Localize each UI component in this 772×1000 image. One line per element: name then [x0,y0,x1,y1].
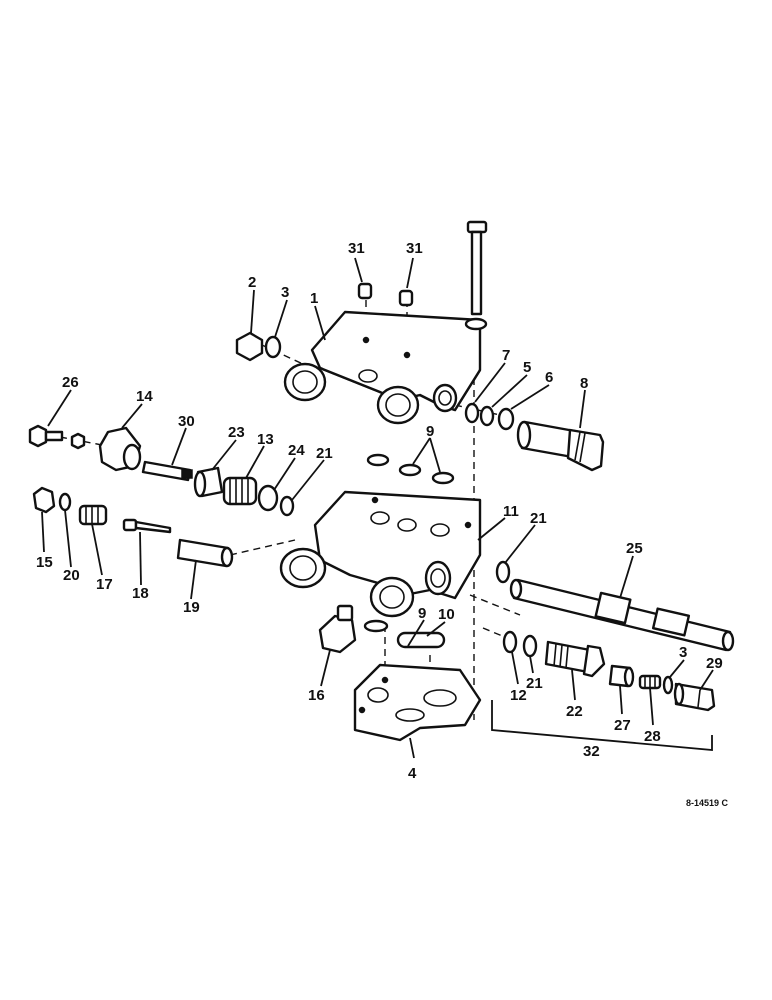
part-31-pin-left [357,282,373,300]
callout-15: 15 [36,554,53,571]
part-27-piston [608,664,635,688]
callout-2: 2 [248,274,256,291]
callout-23: 23 [228,424,245,441]
callout-4: 4 [408,765,417,782]
callout-1: 1 [310,290,318,307]
part-20-ring [58,492,72,512]
part-4-base-plate [353,663,482,742]
callout-19: 19 [183,599,200,616]
part-24-washer [257,484,279,512]
callout-32: 32 [583,743,600,760]
callout-10: 10 [438,606,455,623]
part-21-ring-lower [522,634,538,658]
callout-21-lower: 21 [526,675,543,692]
callout-28: 28 [644,728,661,745]
callout-22: 22 [566,703,583,720]
part-32-bracket [491,700,713,751]
callout-25: 25 [626,540,643,557]
callout-31-right: 31 [406,240,423,257]
callout-31-left: 31 [348,240,365,257]
callout-20: 20 [63,567,80,584]
callout-11: 11 [503,503,519,520]
part-8-sleeve [516,420,605,472]
part-19-sleeve [176,538,234,568]
callout-21-right: 21 [530,510,547,527]
callout-6: 6 [545,369,553,386]
part-5-ring [479,405,495,427]
callout-3-lower: 3 [679,644,687,661]
figure-code: 8-14519 C [686,798,729,808]
part-3-o-ring-top [264,335,282,359]
callout-18: 18 [132,585,149,602]
part-25-spool [509,578,735,652]
part-10-gasket [396,631,446,649]
part-23-sleeve [193,466,224,498]
part-26-nut [70,432,86,450]
part-12-ring [502,630,518,654]
part-1-upper-valve-body [283,310,482,425]
part-15-plug [32,486,56,514]
callout-3-top: 3 [281,284,289,301]
mounting-bolt [464,220,488,331]
callout-26: 26 [62,374,79,391]
part-28-spring [638,674,662,690]
part-6-ring [497,407,515,431]
part-29-plug [673,682,716,712]
part-14-cap [98,426,142,472]
callout-21-upper: 21 [316,445,333,462]
part-16-plug [318,604,357,654]
part-3-o-ring-lower [662,675,674,695]
callout-9-upper: 9 [426,423,434,440]
part-13-spring [222,476,258,506]
part-7-ring [464,402,480,424]
callout-17: 17 [96,576,113,593]
callout-9-lower: 9 [418,605,426,622]
callout-8: 8 [580,375,588,392]
part-30-stem [141,460,193,482]
callout-labels: 31 31 2 3 1 7 5 6 8 26 14 30 23 13 24 21… [36,240,723,782]
callout-29: 29 [706,655,723,672]
callout-13: 13 [257,431,274,448]
part-11-lower-valve-body [279,490,482,618]
callout-12: 12 [510,687,527,704]
part-21-ring-right [495,560,511,584]
part-18-pin [122,518,172,534]
part-9-o-ring-c [431,471,455,485]
callout-16: 16 [308,687,325,704]
part-22-fitting [544,640,606,678]
part-21-ring-left [279,495,295,517]
callout-14: 14 [136,388,153,405]
part-17-spring [78,504,108,526]
part-26-screw [28,424,64,448]
part-9-o-ring-a [366,453,390,467]
callout-27: 27 [614,717,631,734]
part-31-pin-right [398,289,414,307]
part-2-plug [235,331,264,362]
callout-7: 7 [502,347,510,364]
part-9-o-ring-b [398,463,422,477]
part-9-o-ring-bottom [363,619,389,633]
callout-5: 5 [523,359,531,376]
leader-lines [41,257,714,759]
callout-30: 30 [178,413,195,430]
callout-24: 24 [288,442,305,459]
